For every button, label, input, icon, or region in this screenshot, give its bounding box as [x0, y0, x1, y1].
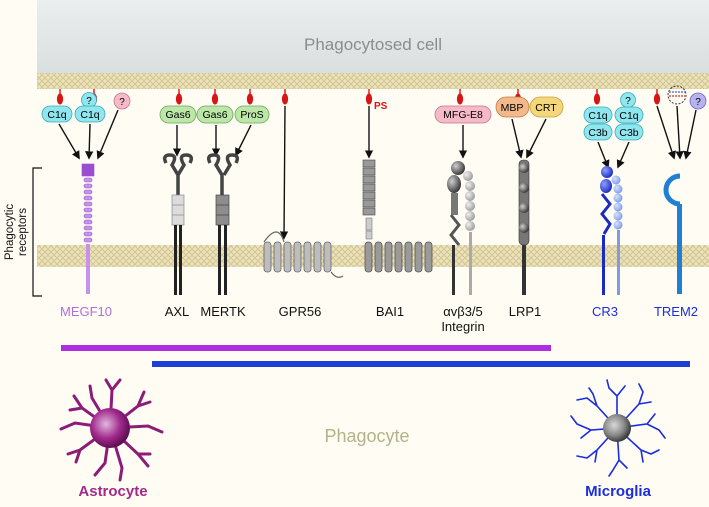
svg-text:?: ? [86, 96, 92, 107]
receptor-gpr56 [263, 231, 344, 278]
svg-text:C3b: C3b [619, 127, 638, 139]
side-label-line-2: receptors [17, 208, 29, 256]
svg-text:C1q: C1q [47, 109, 66, 121]
receptor-axl [162, 153, 194, 295]
ligand-pros: ProS [234, 105, 270, 124]
receptor-cr3 [600, 166, 623, 295]
microglia-range-bar [152, 361, 690, 367]
svg-text:CRT: CRT [535, 102, 557, 114]
label-cr3: CR3 [592, 304, 618, 319]
label-trem2: TREM2 [654, 304, 698, 319]
phagocytosed-cell-title: Phagocytosed cell [304, 35, 442, 54]
ligand-c3b-cr3-2: C3b [614, 123, 644, 141]
svg-text:Gas6: Gas6 [202, 109, 227, 121]
label-integrin-line-1: αvβ3/5 [443, 304, 483, 319]
svg-text:C1q: C1q [588, 110, 607, 122]
astrocyte-cell [59, 378, 164, 482]
svg-text:Gas6: Gas6 [165, 109, 190, 121]
svg-text:MFG-E8: MFG-E8 [443, 109, 483, 121]
svg-text:C1q: C1q [80, 109, 99, 121]
microglia-nucleus [603, 414, 631, 442]
svg-text:C1q: C1q [619, 110, 638, 122]
label-integrin-line-2: Integrin [441, 319, 484, 334]
ligand-unknown-trem2: ? [689, 92, 707, 110]
ligand-c1q-cr3-2: C1q [614, 106, 644, 124]
ligand-c3b-cr3-1: C3b [583, 123, 613, 141]
ligand-unknown-1: ? [81, 92, 97, 108]
label-gpr56: GPR56 [279, 304, 322, 319]
ligand-gas6-axl: Gas6 [159, 105, 197, 124]
ligand-mfg-e8: MFG-E8 [434, 105, 492, 124]
phagocytosed-cell-membrane [37, 73, 709, 89]
ligand-mbp: MBP [495, 96, 530, 118]
svg-text:?: ? [695, 97, 701, 108]
svg-text:C3b: C3b [588, 127, 607, 139]
astrocyte-label: Astrocyte [78, 483, 147, 500]
astrocyte-nucleus [90, 408, 130, 448]
label-axl: AXL [165, 304, 190, 319]
receptor-megf10 [81, 163, 95, 294]
receptor-integrin [447, 161, 475, 295]
side-label-line-1: Phagocytic [4, 204, 16, 261]
signal-arrows [58, 105, 697, 240]
svg-text:MBP: MBP [501, 102, 524, 114]
svg-text:?: ? [119, 97, 125, 108]
microglia-label: Microglia [585, 483, 652, 500]
ligand-c1q-cr3-1: C1q [583, 106, 613, 124]
svg-text:?: ? [625, 96, 631, 107]
receptor-mertk [206, 153, 240, 295]
ligand-lipid-particle [667, 85, 687, 105]
label-megf10: MEGF10 [60, 304, 112, 319]
ps-label: PS [374, 101, 388, 112]
ligand-unknown-cr3: ? [620, 92, 636, 108]
label-bai1: BAI1 [376, 304, 404, 319]
receptor-bai1 [362, 159, 433, 273]
label-mertk: MERTK [200, 304, 246, 319]
receptor-lrp1 [518, 159, 530, 295]
receptors-bracket [32, 167, 42, 297]
astrocyte-range-bar [61, 345, 551, 351]
ligand-unknown-2: ? [113, 92, 131, 110]
phagocyte-membrane [37, 245, 709, 267]
ligand-c1q-2: C1q [74, 105, 106, 123]
ligand-crt: CRT [529, 96, 564, 118]
phagocytosed-cell-region [37, 0, 709, 75]
label-lrp1: LRP1 [509, 304, 542, 319]
receptor-trem2 [663, 173, 682, 294]
phagocyte-label: Phagocyte [324, 426, 409, 446]
svg-text:ProS: ProS [240, 109, 263, 121]
ligand-gas6-mertk: Gas6 [196, 105, 234, 124]
ligand-c1q-1: C1q [41, 105, 73, 123]
ps-markers [56, 89, 661, 105]
